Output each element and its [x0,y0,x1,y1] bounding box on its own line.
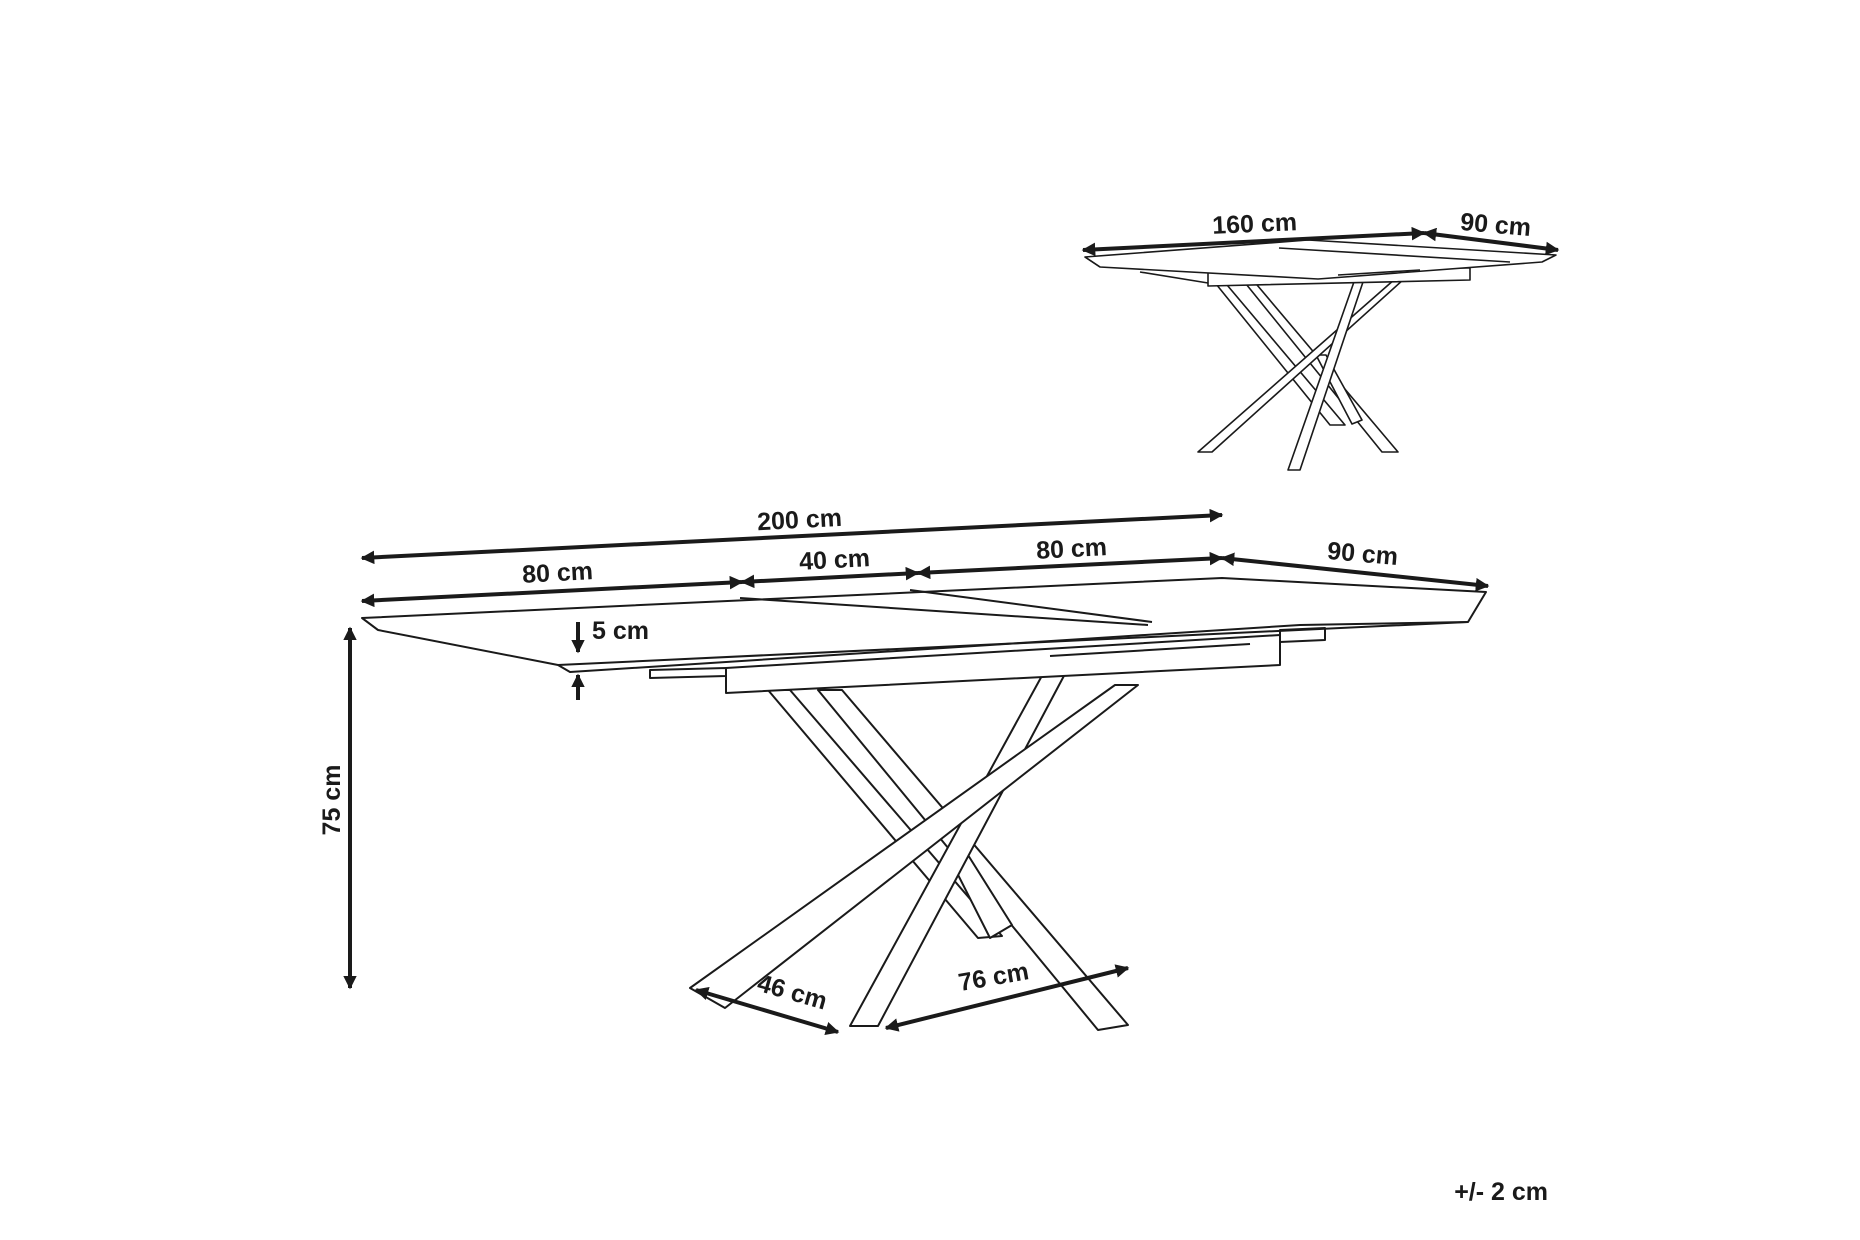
tolerance-note: +/- 2 cm [1454,1178,1548,1206]
base-width-label: 76 cm [956,957,1031,997]
base-width-arrow [884,964,1130,1032]
large-table-legs [689,671,1139,1031]
left-section-label: 80 cm [521,557,593,589]
small-depth-arrow [1422,227,1560,256]
small-depth-label: 90 cm [1459,208,1532,242]
total-length-arrow [360,508,1224,565]
height-label: 75 cm [318,765,346,836]
base-depth-arrow [694,986,840,1036]
small-length-label: 160 cm [1212,208,1298,240]
left-section-arrow [360,575,744,608]
middle-section-arrow [740,566,920,589]
large-table-drawing: 200 cm 80 cm 40 cm 80 cm 90 cm 5 cm 75 c… [318,504,1490,1036]
small-length-arrow [1081,226,1426,257]
top-thickness-label: 5 cm [592,617,649,645]
middle-section-label: 40 cm [798,544,870,576]
total-length-label: 200 cm [757,504,843,536]
large-depth-label: 90 cm [1326,537,1399,571]
small-table-legs [1197,278,1405,471]
large-table-apron [725,634,1281,694]
small-table-drawing: 160 cm 90 cm [1081,208,1560,471]
right-section-label: 80 cm [1035,533,1107,565]
right-section-arrow [916,551,1224,580]
large-depth-arrow [1220,552,1490,592]
